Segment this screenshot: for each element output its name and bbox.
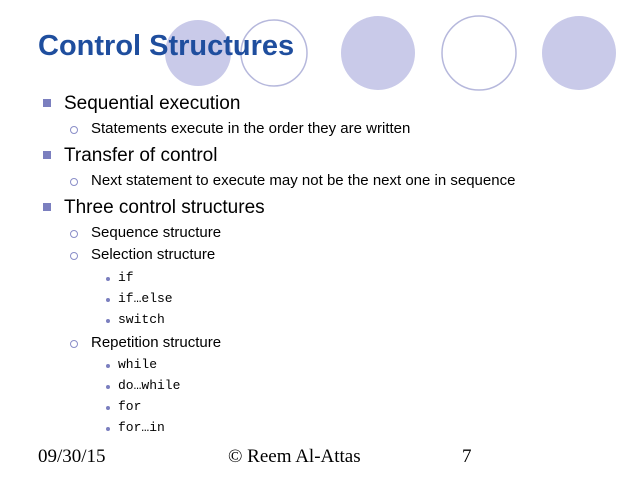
deco-circle-5 bbox=[542, 16, 616, 90]
bullet-ring-icon bbox=[70, 340, 78, 348]
footer-author: © Reem Al-Attas bbox=[228, 446, 361, 467]
sub-bullet-selection-structure: Selection structure bbox=[91, 246, 216, 263]
bullet-dot-icon bbox=[106, 406, 110, 410]
bullet-dot-icon bbox=[106, 385, 110, 389]
sub-bullet-next-statement: Next statement to execute may not be the… bbox=[91, 172, 516, 189]
bullet-ring-icon bbox=[70, 178, 78, 186]
bullet-dot-icon bbox=[106, 427, 110, 431]
bullet-sequential-execution: Sequential execution bbox=[64, 93, 241, 114]
bullet-ring-icon bbox=[70, 230, 78, 238]
deco-circle-3 bbox=[341, 16, 415, 90]
deco-circle-4 bbox=[441, 15, 517, 91]
keyword-do-while: do…while bbox=[118, 378, 181, 393]
footer-date: 09/30/15 bbox=[38, 446, 106, 467]
keyword-switch: switch bbox=[118, 312, 165, 327]
bullet-ring-icon bbox=[70, 126, 78, 134]
sub-bullet-repetition-structure: Repetition structure bbox=[91, 334, 222, 351]
keyword-if: if bbox=[118, 270, 134, 285]
slide-title: Control Structures bbox=[38, 30, 295, 62]
bullet-transfer-of-control: Transfer of control bbox=[64, 145, 218, 166]
bullet-dot-icon bbox=[106, 319, 110, 323]
sub-bullet-sequence-structure: Sequence structure bbox=[91, 224, 222, 241]
deco-circle-1 bbox=[165, 20, 231, 86]
deco-circle-2 bbox=[240, 19, 308, 87]
bullet-dot-icon bbox=[106, 298, 110, 302]
keyword-if-else: if…else bbox=[118, 291, 173, 306]
keyword-for-in: for…in bbox=[118, 420, 165, 435]
bullet-ring-icon bbox=[70, 252, 78, 260]
bullet-dot-icon bbox=[106, 364, 110, 368]
sub-bullet-statements: Statements execute in the order they are… bbox=[91, 120, 411, 137]
keyword-for: for bbox=[118, 399, 142, 414]
bullet-dot-icon bbox=[106, 277, 110, 281]
footer-page-number: 7 bbox=[462, 446, 472, 467]
bullet-square-icon bbox=[43, 203, 51, 211]
bullet-square-icon bbox=[43, 151, 51, 159]
keyword-while: while bbox=[118, 357, 158, 372]
bullet-three-control-structures: Three control structures bbox=[64, 197, 265, 218]
bullet-square-icon bbox=[43, 99, 51, 107]
